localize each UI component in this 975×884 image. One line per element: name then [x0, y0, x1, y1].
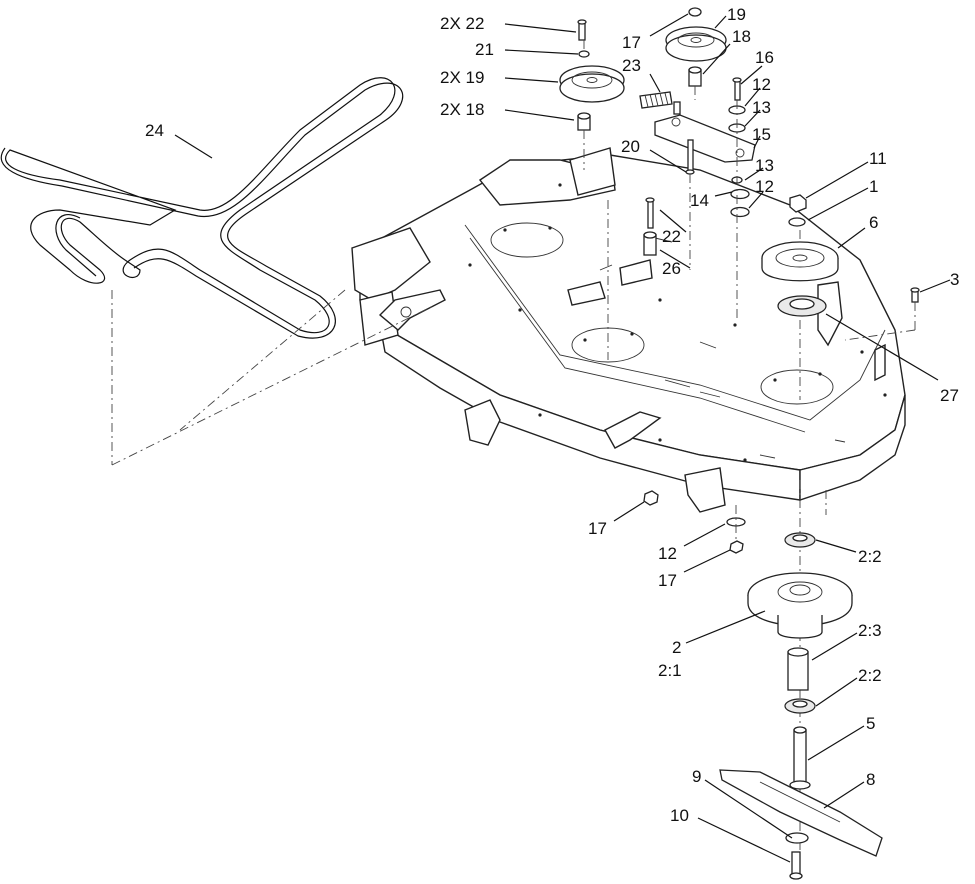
callout-13-mid: 13: [755, 156, 774, 175]
left-idler-stack: [559, 19, 625, 170]
callout-12-mid: 12: [755, 177, 774, 196]
callout-2-1: 2:1: [658, 661, 682, 680]
misc-hardware: [643, 197, 920, 554]
drive-pulley-assembly: [761, 194, 839, 400]
callout-23: 23: [622, 56, 641, 75]
callout-2: 2: [672, 638, 681, 657]
callout-2x18: 2X 18: [440, 100, 484, 119]
right-idler-stack: [639, 7, 756, 320]
callout-2-2-upper: 2:2: [858, 547, 882, 566]
callout-1: 1: [869, 177, 878, 196]
callout-10: 10: [670, 806, 689, 825]
callout-12-lower: 12: [658, 544, 677, 563]
callout-18: 18: [732, 27, 751, 46]
assembly-center-lines: [111, 200, 827, 515]
callout-19: 19: [727, 5, 746, 24]
callout-14: 14: [690, 191, 709, 210]
callout-17-lower: 17: [588, 519, 607, 538]
callout-9: 9: [692, 767, 701, 786]
callout-15: 15: [752, 125, 771, 144]
callout-17-top: 17: [622, 33, 641, 52]
mower-deck: [351, 147, 906, 513]
spindle-blade-stack: [719, 480, 883, 880]
callout-21: 21: [475, 40, 494, 59]
callout-13-top: 13: [752, 98, 771, 117]
callout-20: 20: [621, 137, 640, 156]
callout-16: 16: [755, 48, 774, 67]
drive-belt: [0, 77, 404, 339]
callout-2x22: 2X 22: [440, 14, 484, 33]
callout-3: 3: [950, 270, 959, 289]
callout-11: 11: [869, 149, 887, 168]
callout-labels: 2X 22 21 2X 19 2X 18 24 17 19 18 23 16 1…: [145, 5, 959, 825]
callout-6: 6: [869, 213, 878, 232]
callout-24: 24: [145, 121, 164, 140]
callout-2-2-lower: 2:2: [858, 666, 882, 685]
callout-2x19: 2X 19: [440, 68, 484, 87]
callout-27: 27: [940, 386, 959, 405]
callout-5: 5: [866, 714, 875, 733]
callout-2-3: 2:3: [858, 621, 882, 640]
callout-22: 22: [662, 227, 681, 246]
leader-lines: [174, 13, 951, 863]
callout-17-bottom: 17: [658, 571, 677, 590]
callout-8: 8: [866, 770, 875, 789]
callout-12-top: 12: [752, 75, 771, 94]
callout-26: 26: [662, 259, 681, 278]
